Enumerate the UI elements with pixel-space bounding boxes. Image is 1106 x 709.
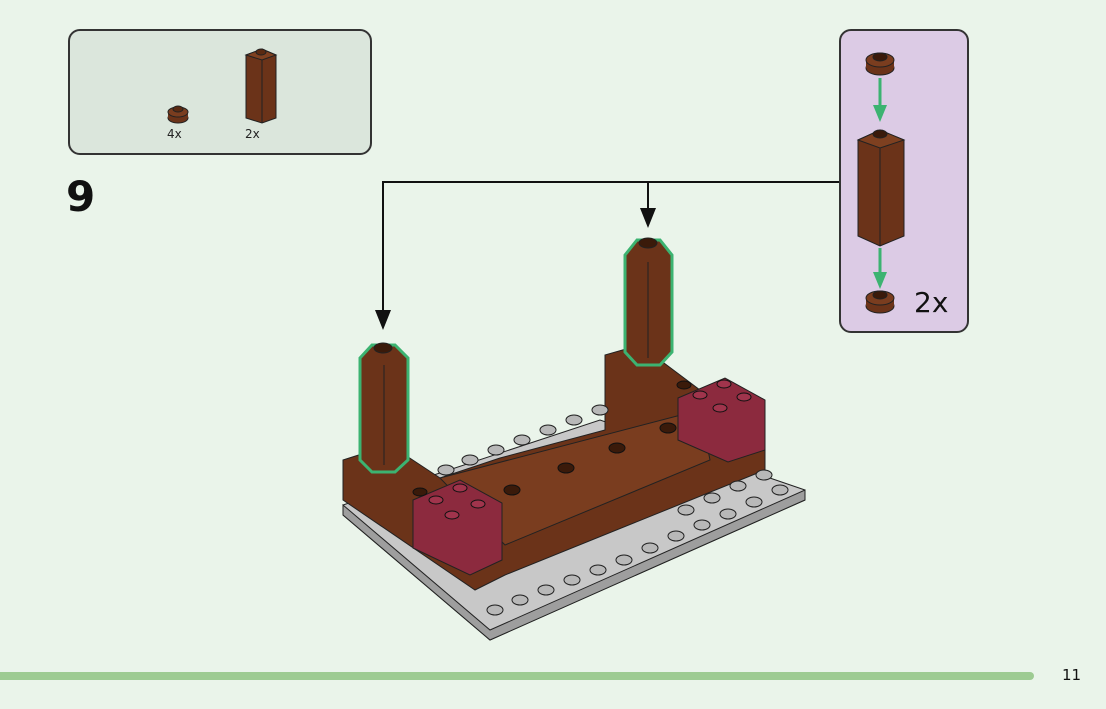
callout-arrows [382,181,839,312]
arrow-head-right [640,208,656,228]
main-model [342,237,806,641]
submodel-quantity: 2x [914,286,949,319]
part-quantity-round-plate: 4x [167,127,182,141]
parts-list-box: 4x 2x [68,29,372,155]
arrow-head-left [375,310,391,330]
round-plate-part-icon [167,105,189,124]
right-pillar-new-part [623,237,674,367]
page-number: 11 [1062,666,1082,684]
part-quantity-tall-brick: 2x [245,127,260,141]
footer-progress-bar [0,672,1034,680]
submodel-tall-brick-icon [856,129,906,247]
tall-brick-part-icon [244,48,278,124]
submodel-bottom-round-plate-icon [865,290,895,314]
step-number: 9 [66,172,96,221]
submodel-top-round-plate-icon [865,52,895,76]
left-pillar-new-part [358,342,410,474]
